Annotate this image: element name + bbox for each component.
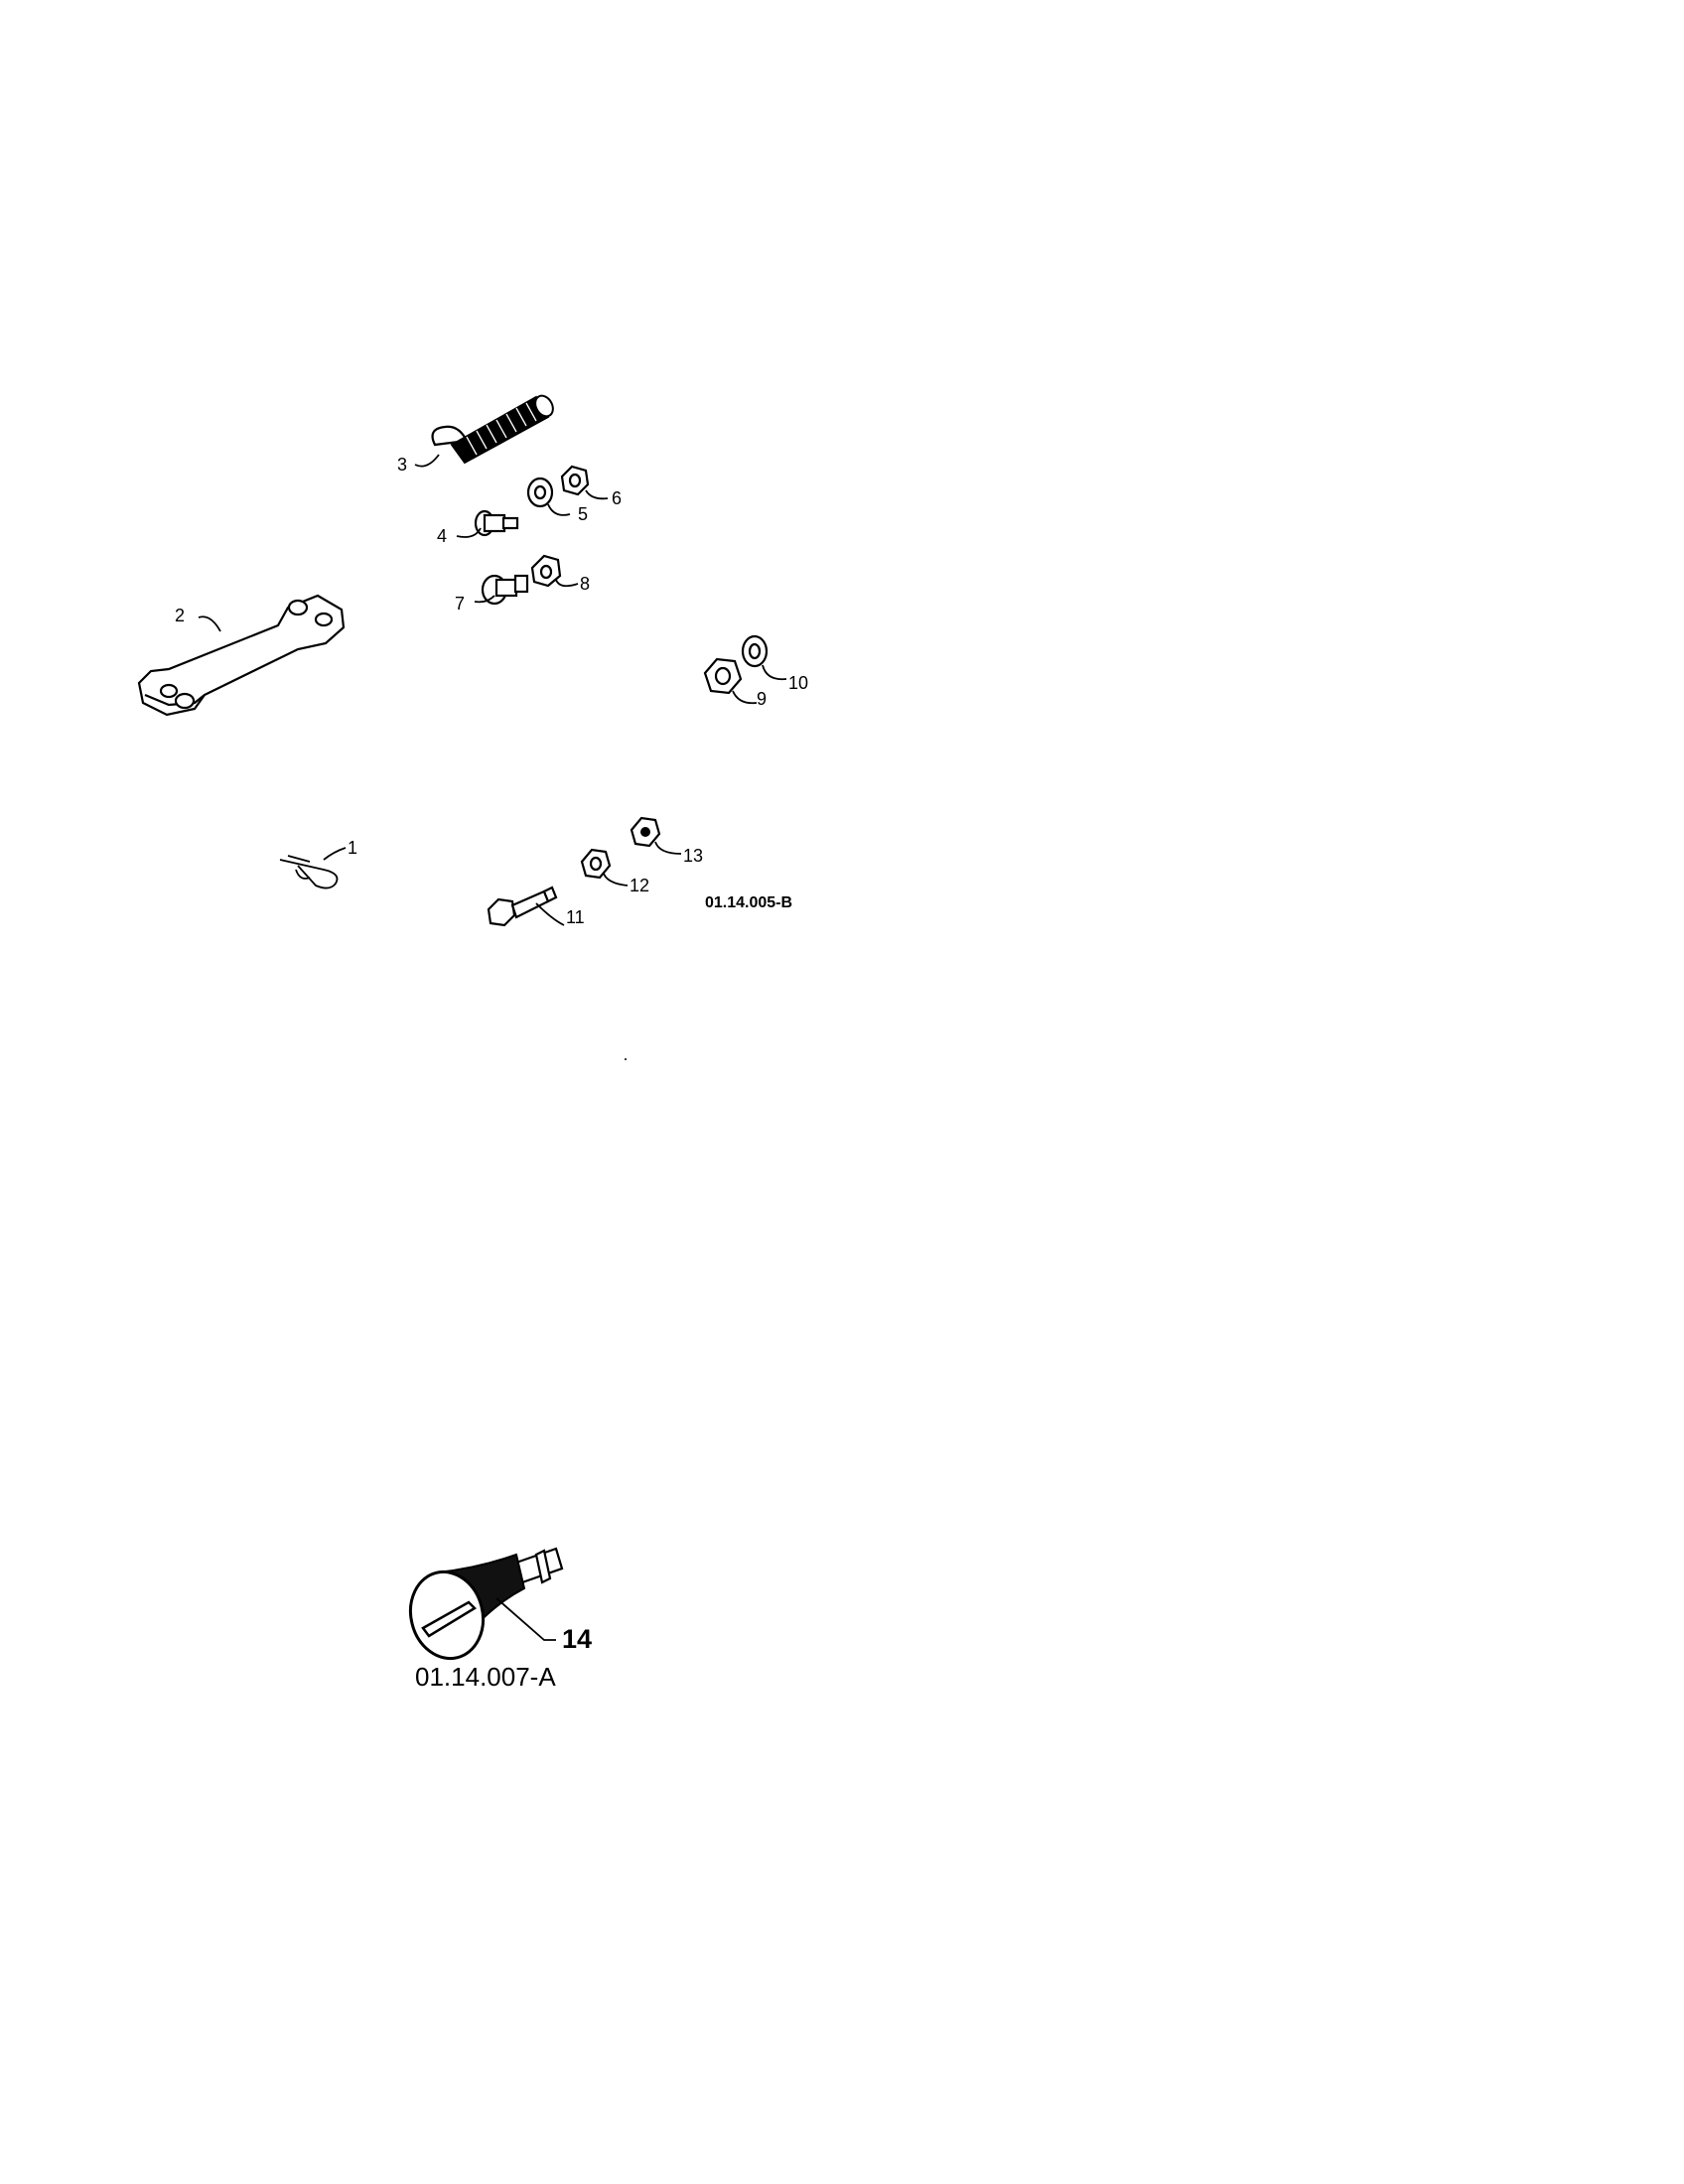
callout-13: 13 xyxy=(683,846,703,866)
part-2-link-bar xyxy=(137,594,346,717)
part-7-carriage-bolt xyxy=(481,574,529,606)
callout-11: 11 xyxy=(566,907,585,927)
part-11-bolt xyxy=(487,886,558,927)
part-10-washer xyxy=(741,634,769,668)
part-6-nut xyxy=(560,465,590,496)
callout-10: 10 xyxy=(788,673,808,693)
callout-1: 1 xyxy=(348,838,357,858)
figure-id-b: 01.14.007-A xyxy=(415,1662,556,1692)
callout-8: 8 xyxy=(580,574,590,594)
part-9-nut xyxy=(703,657,743,695)
part-13-lock-nut xyxy=(630,816,661,848)
part-3-spring xyxy=(431,394,554,465)
callout-5: 5 xyxy=(578,504,588,524)
callout-2: 2 xyxy=(175,606,185,625)
callout-3: 3 xyxy=(397,455,407,475)
exploded-view-a: 3 4 5 6 7 xyxy=(137,394,808,1060)
part-4-shoulder-bolt xyxy=(474,509,519,537)
part-5-washer xyxy=(526,477,554,508)
part-1-hair-pin-clip xyxy=(279,855,339,889)
callout-14: 14 xyxy=(562,1624,592,1654)
figure-id-a: 01.14.005-B xyxy=(705,894,792,911)
part-12-nut xyxy=(580,848,612,880)
callout-7: 7 xyxy=(455,594,465,614)
callout-9: 9 xyxy=(757,689,767,709)
part-14-knob xyxy=(408,1547,564,1661)
part-8-nut xyxy=(530,554,562,588)
callout-6: 6 xyxy=(612,488,622,508)
callout-12: 12 xyxy=(630,876,649,895)
exploded-view-b: 14 01.14.007-A xyxy=(408,1547,592,1692)
callout-4: 4 xyxy=(437,526,447,546)
